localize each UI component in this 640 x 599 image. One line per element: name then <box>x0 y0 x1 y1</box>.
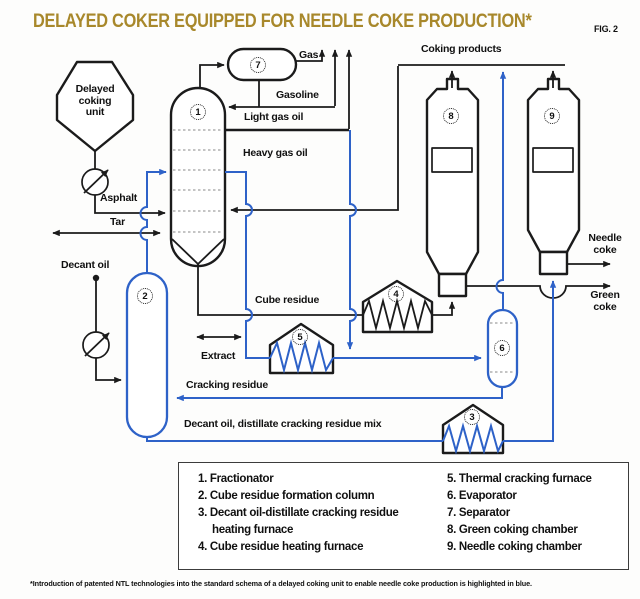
legend-item: 7. Separator <box>447 507 510 519</box>
label-gas: Gas <box>299 49 319 61</box>
label-decant-oil: Decant oil <box>61 259 110 271</box>
label-light-gas-oil: Light gas oil <box>244 111 304 123</box>
pipe-evaporator-overhead <box>495 71 507 310</box>
decant-oil-source-dot <box>92 274 100 282</box>
vessel-internals <box>171 129 574 373</box>
label-heavy-gas-oil: Heavy gas oil <box>243 147 308 159</box>
tag-green-coking-chamber: 8 <box>443 108 459 124</box>
vessels <box>55 47 581 455</box>
legend-item: 9. Needle coking chamber <box>447 541 582 553</box>
legend-column-right: 5. Thermal cracking furnace 6. Evaporato… <box>447 471 625 556</box>
legend-item: 1. Fractionator <box>198 473 274 485</box>
label-extract: Extract <box>201 350 236 362</box>
needle-coking-chamber-window <box>532 147 574 173</box>
green-coking-chamber-window <box>431 147 473 173</box>
pipe-furnace3-to-chamber9 <box>503 280 557 442</box>
pipe-cracking-residue <box>176 387 503 402</box>
legend-item: 5. Thermal cracking furnace <box>447 473 592 485</box>
valve-stem-icon <box>83 169 109 194</box>
fractionator-bottom-cone <box>171 238 225 266</box>
pipe-column2-overhead-to-fractionator <box>139 168 167 273</box>
tag-evaporator: 6 <box>494 340 510 356</box>
tag-decant-cracking-furnace: 3 <box>464 409 480 425</box>
label-asphalt: Asphalt <box>100 192 138 204</box>
figure-number: FIG. 2 <box>594 24 618 34</box>
legend-item: 3. Decant oil-distillate cracking residu… <box>198 507 399 536</box>
label-cracking-residue: Cracking residue <box>186 379 268 391</box>
label-needle-coke: Needle coke <box>588 232 622 256</box>
delayed-coking-unit-vessel <box>55 60 135 153</box>
tag-separator: 7 <box>250 57 266 73</box>
pipe-fractionator-to-separator <box>199 61 225 88</box>
label-delayed-coking-unit: Delayed coking unit <box>75 83 115 118</box>
label-cube-residue: Cube residue <box>255 294 320 306</box>
pipe-asphalt <box>94 195 166 217</box>
legend-box: 1. Fractionator 2. Cube residue formatio… <box>178 462 629 570</box>
legend-item: 6. Evaporator <box>447 490 517 502</box>
label-coking-products: Coking products <box>421 43 502 55</box>
legend-column-left: 1. Fractionator 2. Cube residue formatio… <box>198 471 420 556</box>
blue-pipes <box>139 71 557 455</box>
legend-item: 4. Cube residue heating furnace <box>198 541 364 553</box>
pipe-furnace4-to-chamber8 <box>432 301 456 316</box>
label-green-coke: Green coke <box>590 289 620 313</box>
figure-title: DELAYED COKER EQUIPPED FOR NEEDLE COKE P… <box>33 11 532 32</box>
legend-item: 2. Cube residue formation column <box>198 490 375 502</box>
legend-item: 8. Green coking chamber <box>447 524 578 536</box>
pipe-decant-oil-lower <box>95 358 122 384</box>
furnace5-coil <box>269 339 334 374</box>
tag-cube-residue-formation-column: 2 <box>137 288 153 304</box>
green-coking-chamber-outlet <box>437 272 468 298</box>
pipe-distillate-branch <box>346 130 357 350</box>
pipe-decant-mix <box>146 437 443 442</box>
valve-stem-icon <box>84 332 110 357</box>
pipe-gas-out <box>296 49 326 62</box>
furnace3-coil <box>442 422 504 455</box>
pipe-fractionator-to-furnace5 <box>225 171 270 359</box>
label-decant-mix: Decant oil, distillate cracking residue … <box>184 418 382 430</box>
black-pipes <box>52 49 611 384</box>
label-gasoline: Gasoline <box>276 89 319 101</box>
tag-thermal-cracking-furnace: 5 <box>292 329 308 345</box>
needle-coking-chamber-outlet <box>538 250 569 276</box>
label-tar: Tar <box>110 216 125 228</box>
tag-cube-residue-heating-furnace: 4 <box>388 286 404 302</box>
tag-fractionator: 1 <box>190 104 206 120</box>
pipe-coking-products-return <box>230 66 399 214</box>
footnote: *Introduction of patented NTL technologi… <box>30 579 532 588</box>
tag-needle-coking-chamber: 9 <box>544 108 560 124</box>
pipe-cube-residue <box>197 264 363 316</box>
